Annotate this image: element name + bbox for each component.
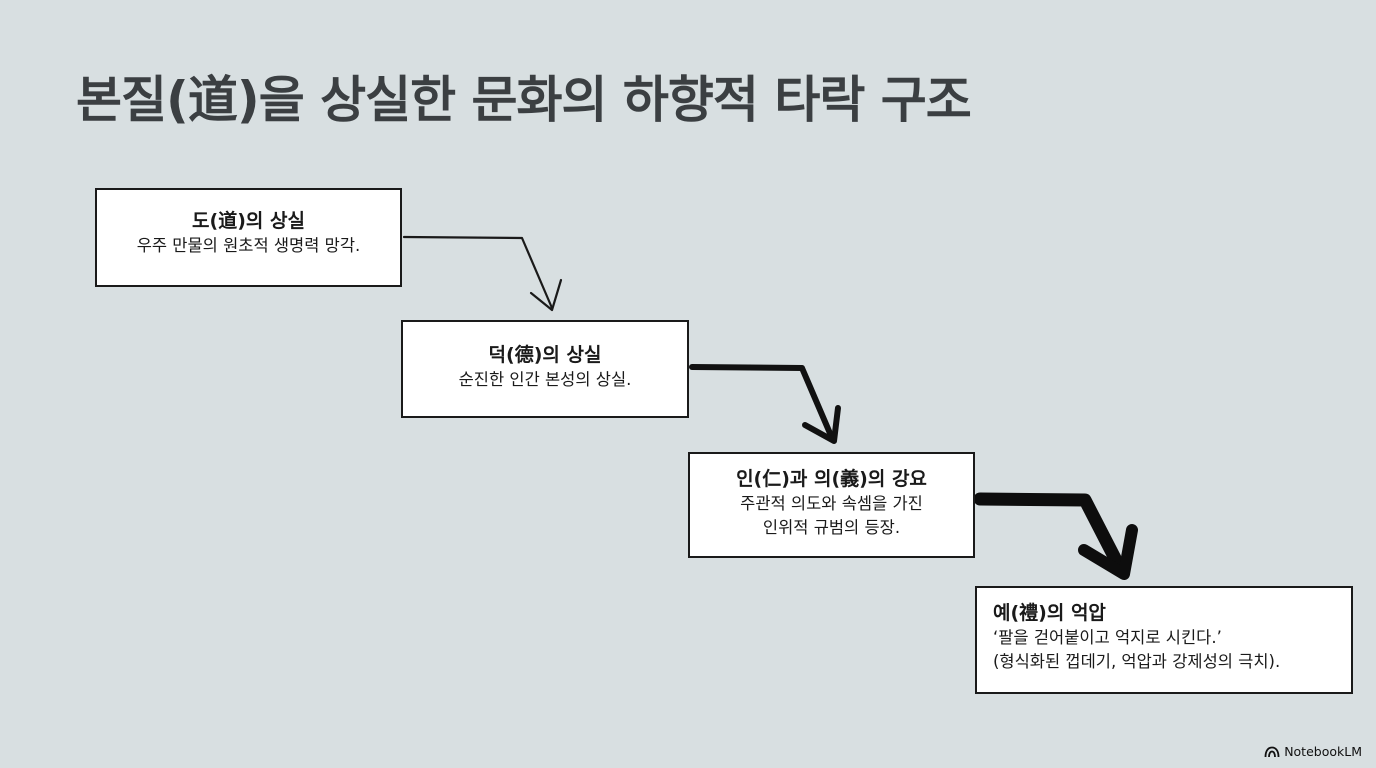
step-desc: (형식화된 껍데기, 억압과 강제성의 극치).	[993, 652, 1281, 671]
step-title: 예(禮)의 억압	[993, 602, 1106, 624]
arrow-2	[689, 364, 841, 444]
step-desc: 주관적 의도와 속셈을 가진	[740, 494, 923, 513]
step-desc: 순진한 인간 본성의 상실.	[458, 370, 632, 389]
step-desc: ‘팔을 걷어붙이고 억지로 시킨다.’	[993, 628, 1222, 647]
step-box-de: 덕(德)의 상실 순진한 인간 본성의 상실.	[401, 320, 689, 418]
step-title: 인(仁)과 의(義)의 강요	[736, 468, 927, 490]
step-desc: 우주 만물의 원초적 생명력 망각.	[136, 236, 361, 255]
step-title: 덕(德)의 상실	[488, 344, 602, 366]
notebooklm-logo: NotebookLM	[1264, 744, 1362, 759]
brand-name: NotebookLM	[1284, 744, 1362, 759]
step-title: 도(道)의 상실	[192, 210, 305, 232]
page-title: 본질(道)을 상실한 문화의 하향적 타락 구조	[76, 71, 972, 129]
arrow-3	[973, 492, 1138, 580]
step-box-ren-yi: 인(仁)과 의(義)의 강요 주관적 의도와 속셈을 가진 인위적 규범의 등장…	[688, 452, 975, 558]
step-box-li: 예(禮)의 억압 ‘팔을 걷어붙이고 억지로 시킨다.’ (형식화된 껍데기, …	[975, 586, 1353, 694]
step-desc: 인위적 규범의 등장.	[762, 518, 901, 537]
step-box-dao: 도(道)의 상실 우주 만물의 원초적 생명력 망각.	[95, 188, 402, 287]
notebooklm-icon	[1264, 746, 1280, 757]
arrow-1	[402, 235, 563, 312]
